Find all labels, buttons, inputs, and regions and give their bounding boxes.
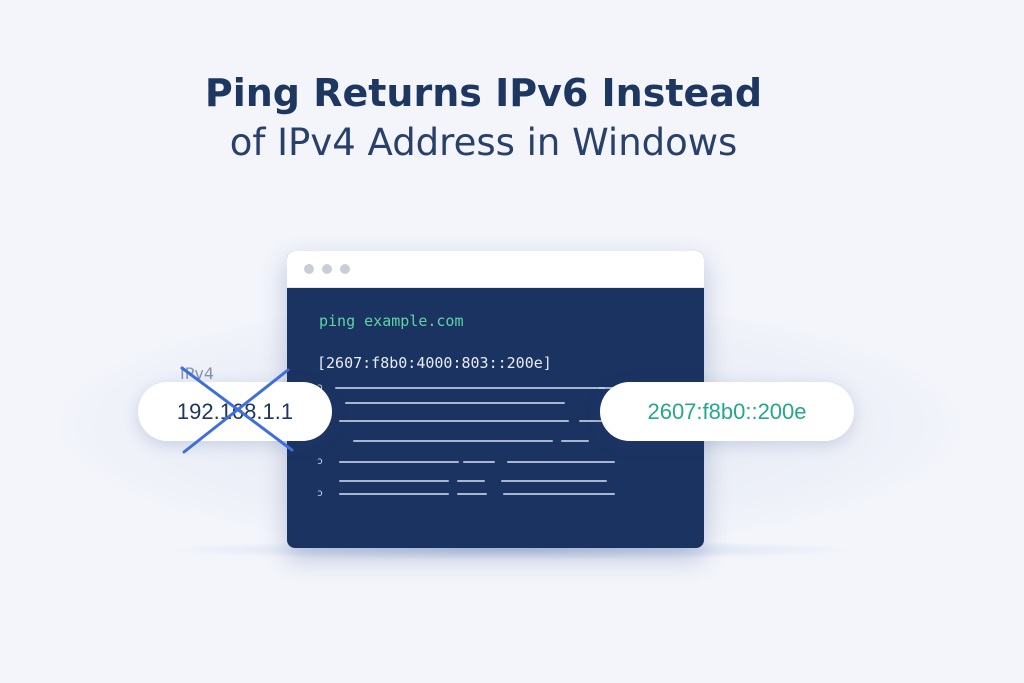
output-bullet-icon: ɔ	[317, 488, 324, 499]
output-line	[507, 461, 615, 463]
window-dot-maximize-icon[interactable]	[340, 264, 350, 274]
output-line	[561, 440, 589, 442]
output-line	[339, 480, 449, 482]
title-line-1: Ping Returns IPv6 Instead	[204, 71, 763, 115]
output-line	[501, 480, 607, 482]
ping-command: ping example.com	[319, 312, 464, 330]
output-line	[345, 402, 565, 404]
output-line	[339, 461, 459, 463]
window-titlebar	[287, 251, 704, 288]
terminal-window: ping example.com [2607:f8b0:4000:803::20…	[287, 251, 704, 548]
ipv4-label: IPv4	[180, 364, 215, 383]
output-line	[599, 387, 615, 389]
title-line-2: of IPv4 Address in Windows	[229, 121, 738, 164]
ipv4-address: 192.168.1.1	[176, 398, 294, 424]
window-dot-minimize-icon[interactable]	[322, 264, 332, 274]
output-line	[335, 387, 605, 389]
resolved-ipv6-address: [2607:f8b0:4000:803::200e]	[317, 354, 552, 372]
output-line	[339, 493, 449, 495]
output-line	[503, 493, 615, 495]
ipv6-address-card: 2607:f8b0::200e	[600, 382, 854, 441]
ipv6-address: 2607:f8b0::200e	[647, 398, 807, 424]
output-line	[353, 440, 553, 442]
page-title: Ping Returns IPv6 Instead of IPv4 Addres…	[0, 68, 967, 168]
window-dot-close-icon[interactable]	[304, 264, 314, 274]
output-line	[463, 461, 495, 463]
ipv4-address-card: 192.168.1.1	[138, 382, 332, 441]
output-line	[579, 420, 611, 422]
output-bullet-icon: ɔ	[317, 456, 324, 467]
output-line	[339, 420, 569, 422]
output-line	[457, 493, 487, 495]
output-line	[457, 480, 485, 482]
